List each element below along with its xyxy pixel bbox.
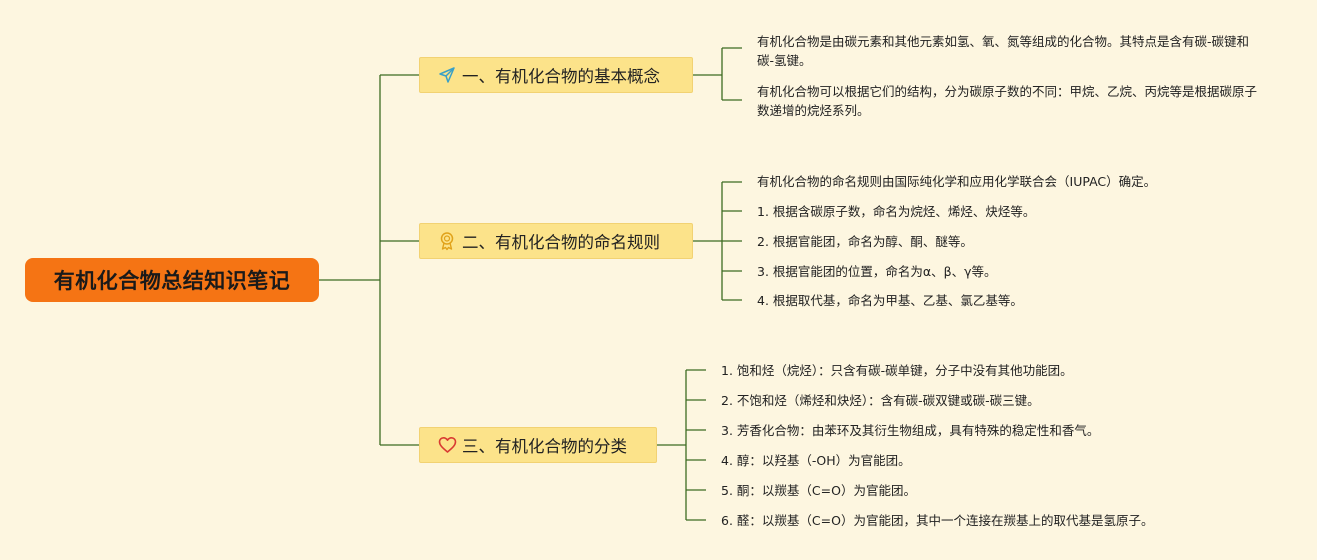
leaf-naming-rules-intro: 有机化合物的命名规则由国际纯化学和应用化学联合会（IUPAC）确定。 [757, 174, 1157, 189]
root-topic[interactable]: 有机化合物总结知识笔记 [25, 258, 319, 302]
leaf-classification-5: 5. 酮：以羰基（C=O）为官能团。 [721, 483, 916, 498]
branch-label: 二、有机化合物的命名规则 [462, 233, 660, 252]
heart-icon [437, 435, 457, 455]
branch-classification[interactable]: 三、有机化合物的分类 [419, 427, 657, 463]
paper-plane-icon [437, 65, 457, 85]
leaf-basic-concepts-2: 有机化合物可以根据它们的结构，分为碳原子数的不同：甲烷、乙烷、丙烷等是根据碳原子… [757, 84, 1258, 118]
award-ribbon-icon [437, 231, 457, 251]
branch-label: 三、有机化合物的分类 [462, 437, 627, 456]
leaf-naming-rules-4: 4. 根据取代基，命名为甲基、乙基、氯乙基等。 [757, 293, 1023, 308]
leaf-basic-concepts-1: 有机化合物是由碳元素和其他元素如氢、氧、氮等组成的化合物。其特点是含有碳-碳键和… [757, 34, 1250, 68]
leaf-naming-rules-1: 1. 根据含碳原子数，命名为烷烃、烯烃、炔烃等。 [757, 204, 1036, 219]
leaf-classification-6: 6. 醛：以羰基（C=O）为官能团，其中一个连接在羰基上的取代基是氢原子。 [721, 513, 1154, 528]
leaf-naming-rules-3: 3. 根据官能团的位置，命名为α、β、γ等。 [757, 264, 997, 279]
branch-basic-concepts[interactable]: 一、有机化合物的基本概念 [419, 57, 693, 93]
leaf-classification-3: 3. 芳香化合物：由苯环及其衍生物组成，具有特殊的稳定性和香气。 [721, 423, 1100, 438]
branch-label: 一、有机化合物的基本概念 [462, 67, 660, 86]
leaf-naming-rules-2: 2. 根据官能团，命名为醇、酮、醚等。 [757, 234, 973, 249]
root-topic-label: 有机化合物总结知识笔记 [53, 269, 291, 293]
leaf-classification-4: 4. 醇：以羟基（-OH）为官能团。 [721, 453, 911, 468]
leaf-classification-1: 1. 饱和烃（烷烃）：只含有碳-碳单键，分子中没有其他功能团。 [721, 363, 1073, 378]
branch-naming-rules[interactable]: 二、有机化合物的命名规则 [419, 223, 693, 259]
leaf-classification-2: 2. 不饱和烃（烯烃和炔烃）：含有碳-碳双键或碳-碳三键。 [721, 393, 1040, 408]
